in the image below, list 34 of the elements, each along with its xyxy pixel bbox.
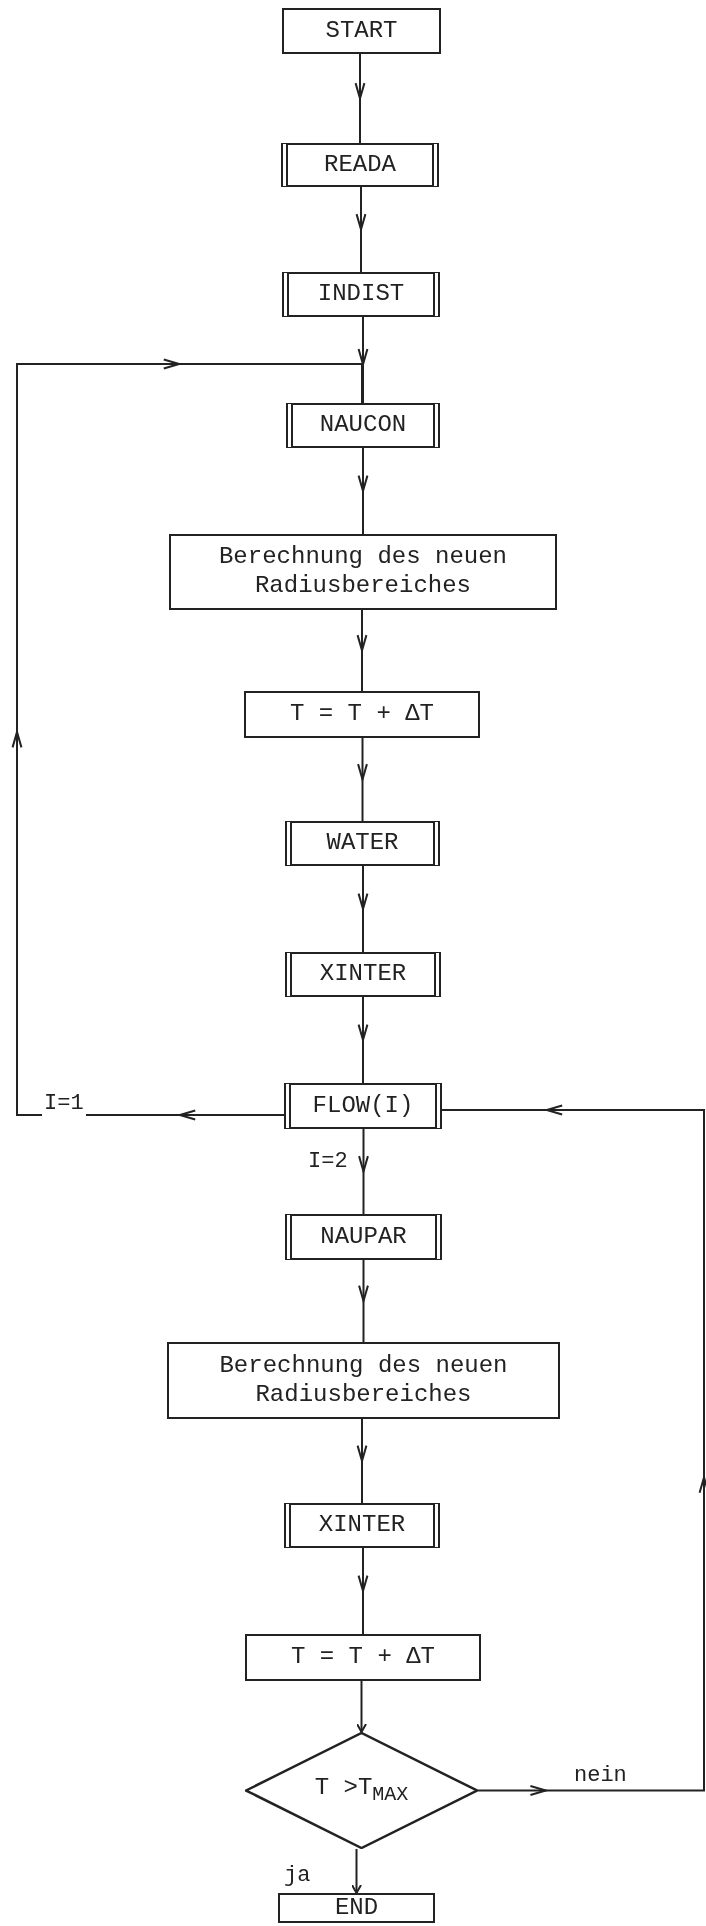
- node-label: FLOW(I): [312, 1091, 414, 1121]
- node-label: T = T + ΔT: [291, 1643, 435, 1672]
- subroutine-box: [285, 952, 441, 997]
- node-label: T = T + ΔT: [290, 700, 434, 729]
- node-label: XINTER: [319, 960, 407, 989]
- subroutine-box: [286, 403, 440, 448]
- subroutine-box: [284, 1083, 442, 1129]
- node-label: READA: [324, 150, 396, 180]
- edge-label: I=1: [42, 1092, 86, 1117]
- process-box: [244, 691, 480, 738]
- process-box: [278, 1893, 435, 1923]
- subroutine-box: [284, 1503, 440, 1548]
- subroutine-box: [285, 821, 440, 866]
- node-label: NAUPAR: [320, 1222, 407, 1252]
- subroutine-box: [281, 143, 439, 187]
- node-label: NAUCON: [319, 411, 407, 440]
- edge-label: ja: [282, 1864, 313, 1889]
- node-label: WATER: [326, 829, 399, 858]
- node-label: XINTER: [318, 1511, 406, 1540]
- arrow: [356, 1680, 367, 1733]
- subroutine-box: [282, 272, 440, 317]
- node-label: Berechnung des neuen Radiusbereiches: [218, 1351, 509, 1410]
- node-label: T >T$_{MAX}$: [314, 1774, 409, 1807]
- node-label: Berechnung des neuen Radiusbereiches: [217, 543, 508, 601]
- process-box: [167, 1342, 560, 1419]
- process-box: [282, 8, 441, 54]
- node-label: START: [325, 16, 398, 46]
- subroutine-box: [285, 1214, 442, 1260]
- arrow: [351, 1848, 362, 1894]
- node-label: END: [334, 1893, 379, 1923]
- decision-diamond: [245, 1732, 478, 1849]
- process-box: [169, 534, 557, 610]
- process-box: [245, 1634, 481, 1681]
- node-label: INDIST: [317, 280, 405, 309]
